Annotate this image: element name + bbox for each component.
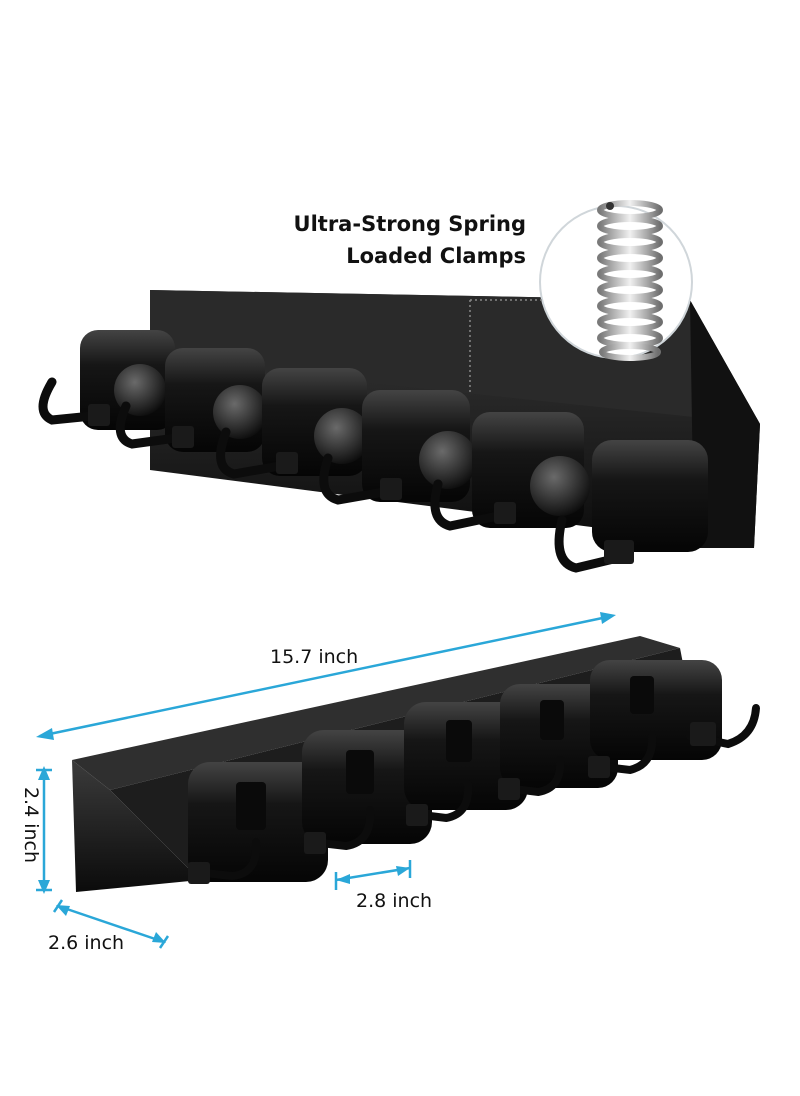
dimension-label-length: 15.7 inch: [270, 646, 359, 668]
rack-top-hook: [319, 453, 389, 505]
rack-top-holder: [362, 390, 477, 502]
rack-top-endcap: [592, 440, 708, 552]
rack-top-hook: [38, 377, 97, 425]
dimension-line-length: [36, 612, 616, 740]
rack-bottom-rail-top: [72, 636, 680, 790]
dimension-label-spacing: 2.8 inch: [356, 890, 433, 912]
rack-bottom-holder: [404, 702, 528, 810]
rack-bottom-holder: [302, 730, 432, 844]
rack-bottom: [72, 636, 760, 892]
spring-icon: [597, 200, 663, 361]
callout-line-2: Loaded Clamps: [346, 244, 526, 268]
dimension-line-depth: [52, 899, 170, 949]
dimension-label-height: 2.4 inch: [20, 786, 42, 864]
rack-bottom-holder: [188, 762, 328, 882]
spring-callout-label: Ultra-Strong Spring Loaded Clamps: [268, 208, 526, 272]
rack-top-hook: [216, 427, 285, 479]
rack-bottom-hook: [410, 780, 473, 823]
spring-callout: [469, 200, 693, 395]
rack-bottom-hook: [308, 806, 375, 851]
dimension-line-height: [36, 766, 52, 894]
rack-bottom-rail: [72, 760, 200, 892]
dimension-label-depth: 2.6 inch: [48, 932, 125, 954]
rack-bottom-hook: [192, 838, 261, 881]
rack-top-holder: [472, 412, 590, 528]
rack-bottom-hook: [686, 704, 760, 749]
rack-bottom-hook: [592, 732, 657, 775]
callout-line-1: Ultra-Strong Spring: [293, 212, 526, 236]
dimension-line-spacing: [334, 860, 412, 890]
rack-top-hook: [115, 401, 181, 449]
rack-bottom-hook: [502, 756, 565, 797]
rack-top-hook: [554, 515, 631, 573]
rack-top-hook: [430, 479, 503, 531]
rack-top-holder: [262, 368, 370, 476]
